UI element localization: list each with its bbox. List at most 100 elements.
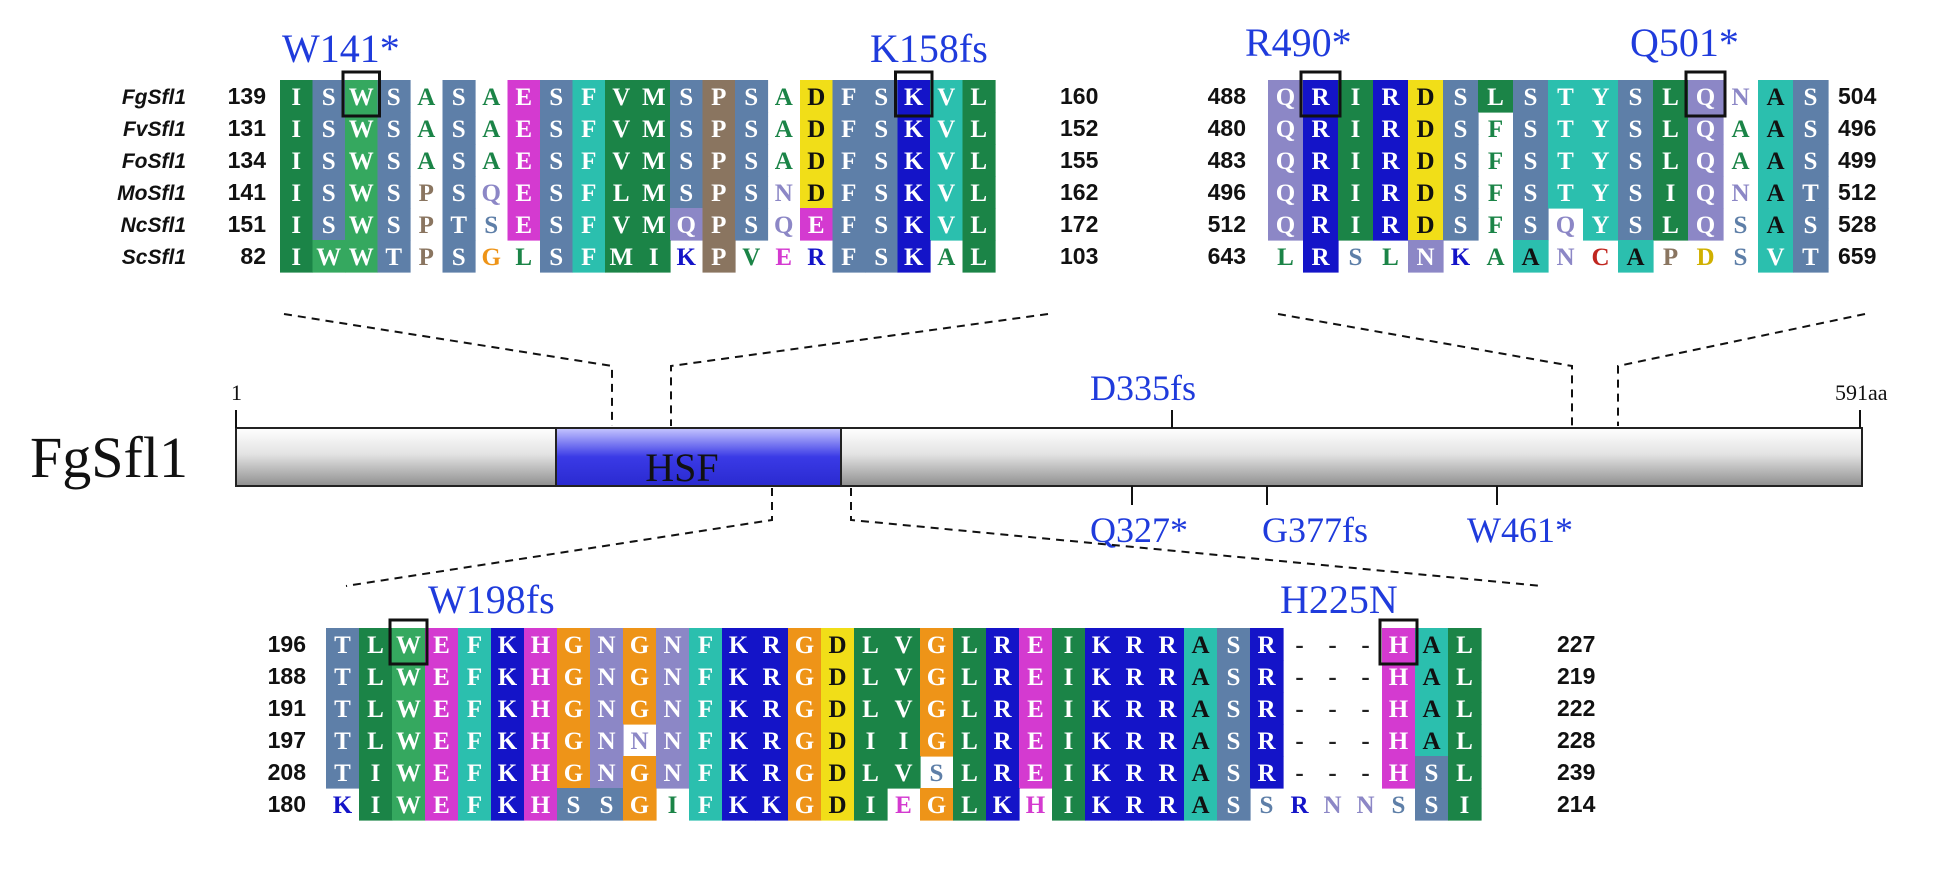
residue-letter: N [1556, 244, 1574, 271]
residue-letter: A [1422, 632, 1440, 659]
residue-cell [1583, 144, 1619, 177]
residue-letter: T [334, 664, 351, 691]
residue-cell [1382, 756, 1416, 789]
residue-letter: M [642, 212, 666, 239]
residue-letter: F [698, 696, 713, 723]
residue-letter: S [1804, 116, 1818, 143]
residue-letter: L [961, 792, 978, 819]
residue-letter: R [993, 760, 1012, 787]
residue-cell [280, 80, 314, 113]
residue-letter: P [711, 148, 726, 175]
residue-cell [1448, 756, 1482, 789]
residue-cell [1448, 724, 1482, 757]
residue-cell [920, 692, 954, 725]
residue-letter: S [1454, 212, 1468, 239]
mutation-label-q327: Q327* [1090, 510, 1188, 550]
residue-letter: G [927, 728, 946, 755]
residue-cell [392, 756, 426, 789]
residue-letter: V [937, 148, 955, 175]
residue-letter: N [1731, 180, 1749, 207]
residue-cell [986, 692, 1020, 725]
residue-letter: S [1629, 84, 1643, 111]
residue-letter: - [1361, 664, 1369, 691]
residue-cell [1184, 756, 1218, 789]
residue-cell [359, 724, 393, 757]
residue-letter: S [452, 244, 466, 271]
residue-letter: L [961, 664, 978, 691]
residue-letter: S [1524, 148, 1538, 175]
residue-letter: G [795, 632, 814, 659]
residue-cell [1118, 756, 1152, 789]
residue-letter: I [371, 792, 381, 819]
residue-letter: D [1696, 244, 1714, 271]
residue-letter: R [1257, 728, 1276, 755]
residue-cell [821, 724, 855, 757]
residue-letter: - [1361, 760, 1369, 787]
residue-cell [887, 660, 921, 693]
row-end-position: 222 [1557, 695, 1595, 721]
residue-cell [1052, 756, 1086, 789]
residue-letter: E [1027, 632, 1044, 659]
residue-cell [735, 176, 769, 209]
residue-cell [1085, 756, 1119, 789]
connector-bottom-left [345, 488, 773, 587]
residue-letter: L [961, 728, 978, 755]
residue-letter: F [841, 212, 856, 239]
residue-cell [1217, 788, 1251, 821]
residue-letter: R [1311, 244, 1330, 271]
residue-letter: N [1356, 792, 1374, 819]
row-start-position: 141 [228, 179, 267, 205]
row-end-position: 172 [1060, 211, 1098, 237]
row-end-position: 228 [1557, 727, 1596, 753]
residue-letter: R [1311, 116, 1330, 143]
residue-cell [1415, 756, 1449, 789]
residue-cell [656, 724, 690, 757]
residue-cell [821, 692, 855, 725]
residue-letter: G [564, 664, 583, 691]
residue-letter: L [367, 728, 384, 755]
residue-letter: I [291, 180, 301, 207]
residue-letter: I [1064, 792, 1074, 819]
residue-cell [962, 112, 996, 145]
residue-cell [755, 788, 789, 821]
residue-letter: N [597, 664, 615, 691]
residue-letter: A [1731, 116, 1749, 143]
residue-cell [1338, 176, 1374, 209]
residue-letter: E [515, 148, 532, 175]
residue-cell [590, 724, 624, 757]
residue-cell [540, 144, 574, 177]
residue-letter: A [937, 244, 955, 271]
residue-letter: K [498, 792, 518, 819]
residue-letter: S [744, 212, 758, 239]
residue-letter: S [452, 148, 466, 175]
residue-cell [572, 240, 606, 273]
row-start-position: 180 [268, 791, 306, 817]
residue-cell [1758, 112, 1794, 145]
row-end-position: 227 [1557, 631, 1595, 657]
residue-letter: I [1064, 664, 1074, 691]
mutation-label-d335fs: D335fs [1090, 368, 1196, 408]
residue-letter: H [531, 664, 551, 691]
residue-cell [326, 756, 360, 789]
residue-letter: L [1662, 148, 1679, 175]
residue-cell [359, 628, 393, 661]
residue-cell [887, 724, 921, 757]
residue-cell [359, 788, 393, 821]
residue-letter: Q [1276, 180, 1295, 207]
residue-cell [897, 240, 931, 273]
residue-cell [986, 756, 1020, 789]
residue-cell [788, 756, 822, 789]
row-end-position: 499 [1838, 147, 1876, 173]
residue-cell [832, 80, 866, 113]
residue-letter: V [612, 116, 630, 143]
residue-letter: E [433, 664, 450, 691]
residue-cell [1653, 80, 1689, 113]
residue-letter: E [808, 212, 825, 239]
residue-letter: L [961, 696, 978, 723]
residue-letter: K [498, 632, 518, 659]
residue-cell [605, 208, 639, 241]
residue-cell [442, 112, 476, 145]
residue-letter: Q [1696, 116, 1715, 143]
